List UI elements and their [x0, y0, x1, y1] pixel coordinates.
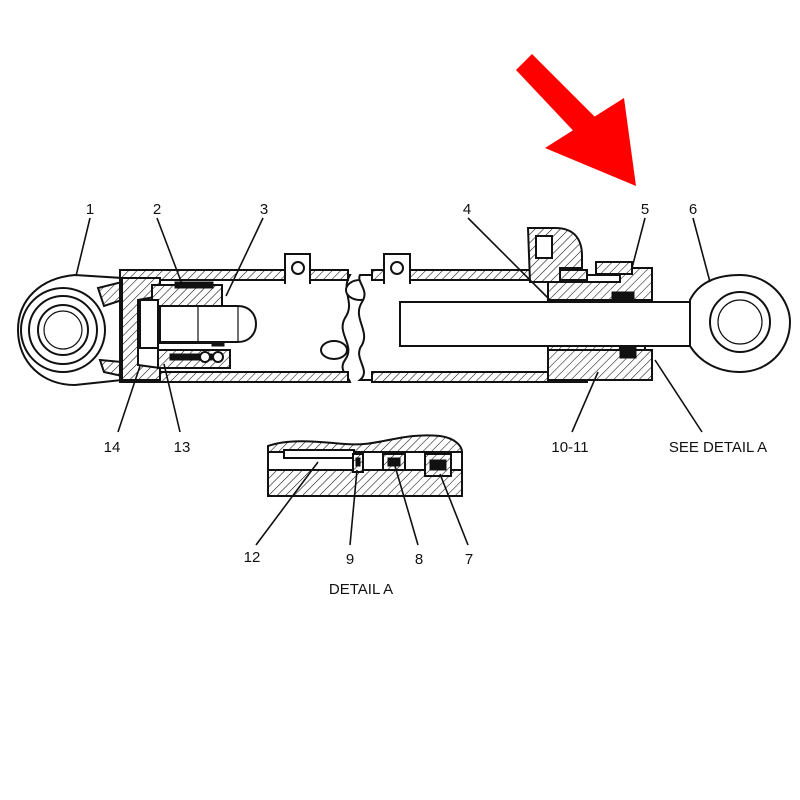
cylinder-barrel-right — [357, 227, 711, 383]
detail-a-title: DETAIL A — [329, 581, 393, 598]
callout-12: 12 — [244, 549, 261, 566]
arrow-head — [545, 98, 636, 186]
arrow-shaft — [516, 54, 608, 140]
callout-13: 13 — [174, 439, 191, 456]
callout-7: 7 — [465, 551, 473, 568]
callout-9: 9 — [346, 551, 354, 568]
callout-6: 6 — [689, 201, 697, 218]
callout-3: 3 — [260, 201, 268, 218]
callout-4: 4 — [463, 201, 471, 218]
callout-1: 1 — [86, 201, 94, 218]
callout-8: 8 — [415, 551, 423, 568]
detail-a-view — [267, 434, 463, 497]
callout-14: 14 — [104, 439, 121, 456]
rod-end-eye-left — [16, 273, 123, 387]
red-arrow-icon — [516, 54, 636, 186]
callout-labels: 1 2 3 4 5 6 14 13 10-11 SEE DETAIL A 12 … — [86, 201, 767, 598]
see-detail-label: SEE DETAIL A — [669, 439, 767, 456]
leader-lines — [75, 217, 711, 546]
cylinder-barrel-left — [119, 253, 375, 383]
rod-end-eye-right — [689, 273, 792, 374]
callout-5: 5 — [641, 201, 649, 218]
callout-10-11: 10-11 — [551, 439, 588, 456]
callout-2: 2 — [153, 201, 161, 218]
